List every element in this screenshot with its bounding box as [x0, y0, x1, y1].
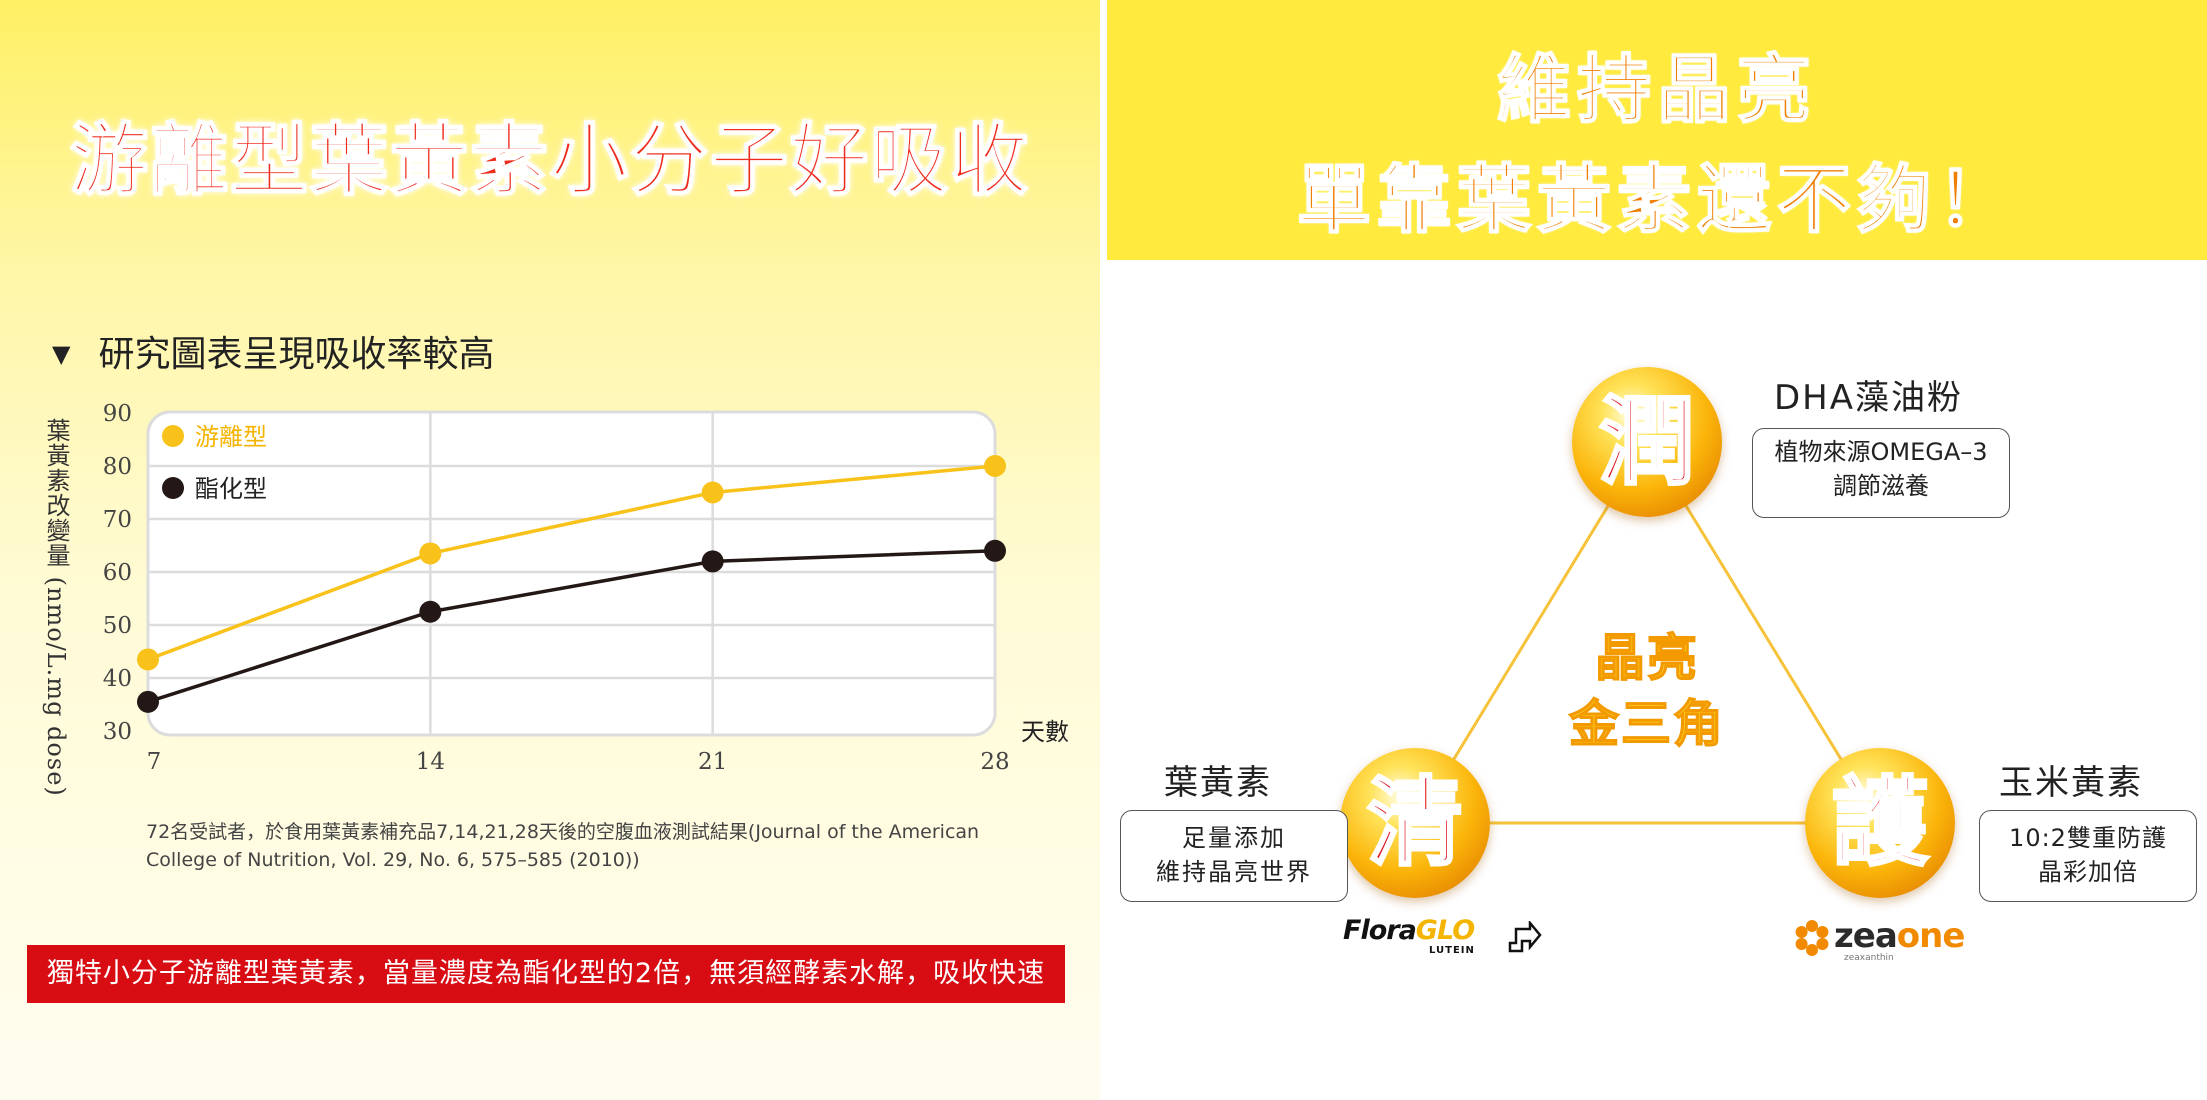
lutein-line1: 足量添加 — [1182, 824, 1286, 852]
panel-divider — [1100, 0, 1107, 1100]
zeaxanthin-info-box: 10:2雙重防護 晶彩加倍 — [1979, 810, 2197, 902]
y-tick-label: 40 — [103, 666, 132, 692]
orb-moisturize-char: 潤 — [1598, 385, 1697, 500]
data-point — [137, 690, 159, 713]
floraglo-arrow-icon — [1508, 921, 1542, 953]
data-point — [701, 481, 724, 504]
y-tick-label: 60 — [103, 560, 132, 586]
x-tick-label: 14 — [416, 749, 445, 775]
orb-protect: 護 — [1805, 748, 1955, 898]
data-point — [137, 648, 159, 671]
lutein-title: 葉黃素 — [1164, 763, 1272, 803]
data-point — [419, 600, 442, 623]
left-panel: 游離型葉黃素小分子好吸收 ▼ 研究圖表呈現吸收率較高 葉黃素改變量 (nmo/L.… — [0, 0, 1100, 1100]
data-point — [419, 542, 442, 565]
center-label: 晶亮 金三角 — [1527, 625, 1767, 757]
axis-ticks: 30 40 50 60 70 80 90 7 14 21 28 天數 — [103, 401, 1069, 775]
plot-frame — [146, 410, 997, 737]
lutein-info-box: 足量添加 維持晶亮世界 — [1120, 810, 1348, 902]
right-header: 維持晶亮 單靠葉黃素還不夠！ — [1107, 0, 2207, 260]
header-line-2: 單靠葉黃素還不夠！ — [1296, 156, 2017, 244]
grid-lines — [148, 412, 995, 735]
zeaone-sub: zeaxanthin — [1844, 953, 1894, 963]
legend-label: 酯化型 — [195, 475, 267, 503]
y-axis-label: 葉黃素改變量 (nmo/L.mg dose) — [42, 418, 70, 797]
triangle-connector — [1413, 441, 1882, 825]
orb-clear: 清 — [1340, 748, 1490, 898]
y-tick-label: 50 — [103, 613, 132, 639]
x-tick-label: 28 — [980, 749, 1009, 775]
data-point — [984, 539, 1006, 562]
zeaone-logo: zeaone zeaxanthin — [1792, 916, 1992, 968]
header-line-1: 維持晶亮 — [1496, 46, 1817, 134]
dha-info-box: 植物來源OMEGA–3 調節滋養 — [1752, 428, 2010, 518]
center-label-line1: 晶亮 — [1594, 628, 1699, 688]
y-tick-label: 70 — [103, 507, 132, 533]
dha-title: DHA藻油粉 — [1774, 378, 1964, 418]
center-label-line2: 金三角 — [1568, 694, 1725, 754]
right-panel: 維持晶亮 單靠葉黃素還不夠！ 晶亮 金三角 潤 清 護 DHA藻油粉 植物來源O… — [1107, 0, 2207, 1100]
legend-marker — [162, 425, 184, 447]
page-title: 游離型葉黃素小分子好吸收 — [69, 115, 1030, 207]
y-tick-label: 80 — [103, 454, 132, 480]
zeaone-flower-icon — [1795, 920, 1829, 956]
y-tick-label: 90 — [103, 401, 132, 427]
data-point — [701, 550, 724, 573]
x-tick-label: 7 — [147, 749, 162, 775]
x-tick-label: 21 — [698, 749, 727, 775]
series-line-1 — [147, 464, 996, 662]
bottom-banner: 獨特小分子游離型葉黃素，當量濃度為酯化型的2倍，無須經酵素水解，吸收快速 — [27, 945, 1065, 1003]
data-point — [984, 455, 1006, 477]
lutein-line2: 維持晶亮世界 — [1156, 858, 1312, 886]
floraglo-wordmark: FloraGLO — [1343, 915, 1475, 946]
orb-protect-char: 護 — [1831, 766, 1930, 881]
dha-line2: 調節滋養 — [1833, 472, 1929, 500]
y-tick-label: 30 — [103, 719, 132, 745]
series-line-2 — [147, 549, 996, 704]
orb-moisturize: 潤 — [1572, 367, 1722, 517]
series-layer — [137, 455, 1006, 713]
zeaxanthin-title: 玉米黃素 — [1999, 763, 2143, 803]
orb-clear-char: 清 — [1366, 766, 1465, 881]
x-axis-label: 天數 — [1021, 718, 1069, 746]
legend-label: 游離型 — [195, 423, 267, 451]
floraglo-logo: FloraGLO LUTEIN — [1343, 915, 1543, 965]
zeaxanthin-line1: 10:2雙重防護 — [2009, 824, 2167, 852]
dha-line1: 植物來源OMEGA–3 — [1774, 438, 1988, 466]
chart-heading-text: 研究圖表呈現吸收率較高 — [98, 334, 495, 375]
floraglo-sub: LUTEIN — [1429, 945, 1475, 956]
zeaxanthin-line2: 晶彩加倍 — [2038, 858, 2138, 886]
zeaone-wordmark: zeaone — [1834, 916, 1965, 956]
chart-heading: ▼ 研究圖表呈現吸收率較高 — [52, 325, 494, 377]
source-note: 72名受試者，於食用葉黃素補充品7,14,21,28天後的空腹血液測試結果(Jo… — [146, 821, 980, 871]
legend-marker — [162, 477, 184, 499]
triangle-down-icon: ▼ — [52, 340, 71, 368]
